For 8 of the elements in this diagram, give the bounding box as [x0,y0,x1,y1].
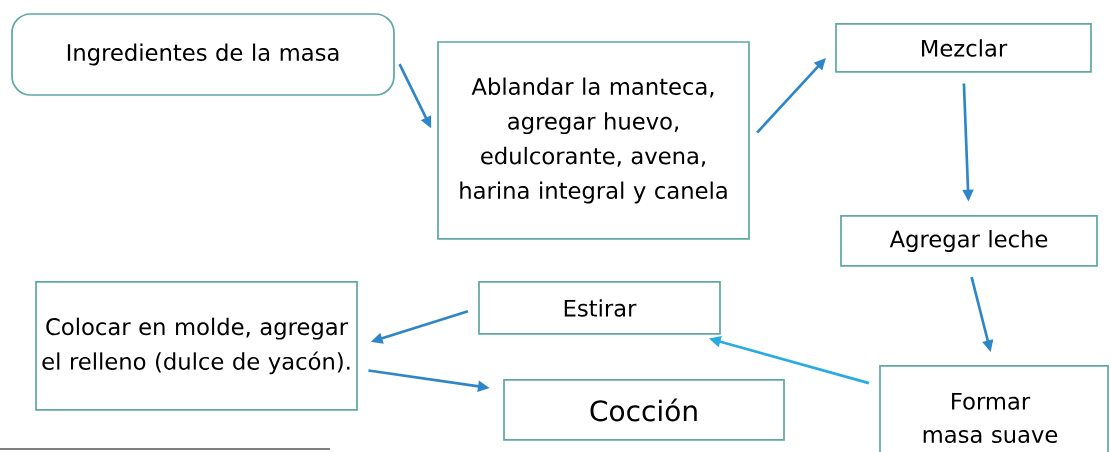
process-box: Cocción [503,379,785,441]
process-box: Mezclar [835,23,1092,73]
start-box: Ingredientes de la masa [11,13,395,96]
process-box: Estirar [478,281,721,335]
process-box: Formar masa suave [879,365,1109,452]
process-box: Colocar en molde, agregar el relleno (dulce de yacón). [35,281,358,411]
process-box: Ablandar la manteca, agregar huevo, edulcorante, avena, harina integral y canela [437,41,750,240]
process-box: Agregar leche [840,215,1098,267]
